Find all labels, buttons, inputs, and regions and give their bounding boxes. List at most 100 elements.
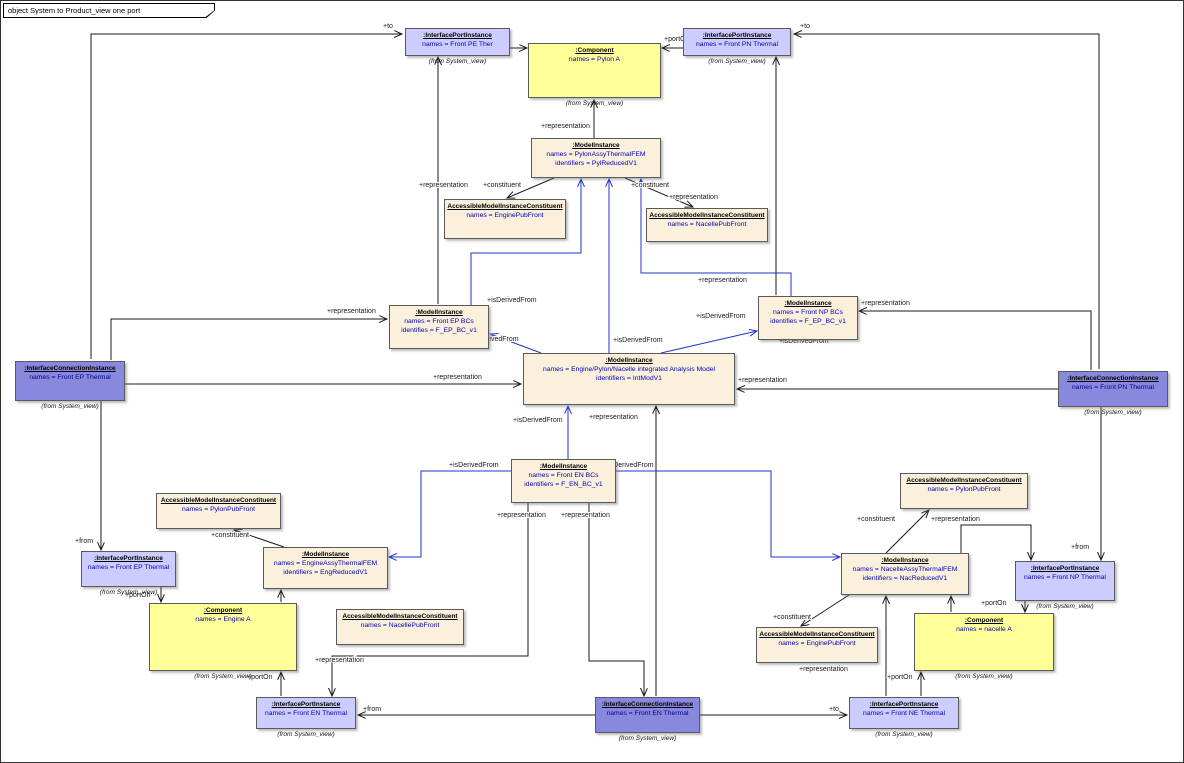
edge-rep-iciep-epbcs[interactable] <box>110 319 387 360</box>
node-title: :InterfacePortInstance <box>1030 565 1100 572</box>
node-title: :InterfaceConnectionInstance <box>24 365 116 372</box>
edge-derived-central-epbcs[interactable] <box>490 334 542 354</box>
node-attribute: names = EnginePubFront <box>466 212 544 219</box>
node-title: :InterfacePortInstance <box>271 701 341 708</box>
node-model-engine-fem[interactable]: :ModelInstance names = EngineAssyThermalF… <box>263 547 388 589</box>
frame-tab-label: object System to Product_view one port <box>4 4 214 17</box>
edge-label-derived-central-enbcs: +isDerivedFrom <box>513 417 563 424</box>
node-title: :ModelInstance <box>605 357 653 364</box>
node-attribute: names = NacelleAssyThermalFEM <box>852 566 958 573</box>
node-attribute: names = Front EP BCs <box>404 318 474 325</box>
edge-rep-icipn-npbcs[interactable] <box>859 311 1092 370</box>
edge-label-rep-enbcs-porten: +representation <box>497 512 546 519</box>
edge-const-pylonfem-nacellepubfront[interactable] <box>624 177 693 207</box>
node-attribute: names = NacellePubFront <box>667 221 747 228</box>
frame-tab: object System to Product_view one port <box>3 3 215 18</box>
edge-const-nacellefem-enginepubfront[interactable] <box>801 594 850 626</box>
node-attribute: names = EngineAssyThermalFEM <box>273 560 378 567</box>
edge-derived-enbcs-nacellefem[interactable] <box>616 470 840 557</box>
edge-label-derived-enbcs-nacellefem: +isDerivedFrom <box>604 462 654 469</box>
node-attribute: names = Engine A <box>195 616 251 623</box>
node-title: :ModelInstance <box>415 309 463 316</box>
node-title: :InterfaceConnectionInstance <box>601 701 694 708</box>
edge-label-rep-pylonfem-pylon: +representation <box>541 123 590 130</box>
node-title: :ModelInstance <box>784 300 832 307</box>
edge-label-derived-central-npbcs: +isDerivedFrom <box>779 338 829 345</box>
edge-label-rep-npbcs-portpn: +representation <box>698 277 747 284</box>
edge-label-derived-central-epbcs: +isDerivedFrom <box>469 336 519 343</box>
node-attribute: names = Front EN Thermal <box>264 710 348 717</box>
edge-label-rep-iciep-epbcs: +representation <box>327 308 376 315</box>
node-model-front-en-bcs[interactable]: :ModelInstance names = Front EN BCs identi… <box>511 459 616 503</box>
node-attribute: names = Front EP Thermal <box>29 374 111 381</box>
node-connection-front-ep[interactable]: :InterfaceConnectionInstance names = Fron… <box>15 361 125 401</box>
node-port-front-np[interactable]: :InterfacePortInstance names = Front NP T… <box>1015 561 1115 601</box>
node-port-front-en[interactable]: :InterfacePortInstance names = Front EN T… <box>256 697 356 729</box>
node-title: AccessibleModelInstanceConstituent <box>447 203 563 210</box>
node-attribute: identifiers = IntModV1 <box>596 375 662 382</box>
edge-label-rep-epbcs-portpe: +representation <box>419 182 468 189</box>
node-amic-engine-pub-front-top[interactable]: AccessibleModelInstanceConstituent names … <box>444 199 566 239</box>
node-attribute: names = NacellePubFront <box>360 622 440 629</box>
node-title: :InterfacePortInstance <box>94 555 163 562</box>
edge-const-enginefem-pylonpubfront[interactable] <box>234 530 285 548</box>
node-attribute: identifiers = PylReducedV1 <box>555 160 637 167</box>
edge-to-front-pn[interactable] <box>794 34 1100 369</box>
node-title: :InterfacePortInstance <box>423 32 492 39</box>
node-attribute: names = Pylon A <box>568 56 621 63</box>
node-attribute: names = PylonPubFront <box>181 506 256 513</box>
edge-label-to-front-pe: +to <box>383 23 393 30</box>
edge-derived-epbcs-pylonfem[interactable] <box>470 179 581 305</box>
node-title: :InterfacePortInstance <box>869 701 939 708</box>
node-attribute: names = Front EN BCs <box>528 472 599 479</box>
node-title: :ModelInstance <box>539 463 588 470</box>
node-attribute: names = EnginePubFront <box>778 640 856 647</box>
node-attribute: identifiers = NacReducedV1 <box>862 575 948 582</box>
node-attribute: names = Front PN Thermal <box>1071 384 1155 391</box>
edge-const-pylonfem-enginepubfront[interactable] <box>507 177 555 198</box>
edge-derived-npbcs-pylonfem[interactable] <box>641 179 792 296</box>
edge-const-nacellefem-pylonpubfront[interactable] <box>885 510 929 554</box>
node-attribute: names = Front PN Thermal <box>695 41 779 48</box>
edge-rep-enbcs-icien[interactable] <box>588 503 644 696</box>
edge-label-rep-enbcs-porten: +representation <box>315 657 364 664</box>
edge-rep-nacellefem-portnp[interactable] <box>960 524 1031 560</box>
edge-to-front-pe[interactable] <box>90 34 402 359</box>
node-attribute: names = Front NP Thermal <box>1024 574 1106 581</box>
node-attribute: identifiers = F_EN_BC_v1 <box>524 481 603 488</box>
edge-label-porton-ne-nacelle: +portOn <box>887 674 913 681</box>
edge-label-rep-nacellefem-portne: +representation <box>799 666 848 673</box>
edge-label-derived-epbcs-pylonfem: +isDerivedFrom <box>487 297 537 304</box>
node-attribute: identifiers = EngReducedV1 <box>283 569 368 576</box>
edge-label-derived-enbcs-enginefem: +isDerivedFrom <box>449 462 499 469</box>
node-title: :ModelInstance <box>301 551 350 558</box>
edge-derived-central-npbcs[interactable] <box>660 331 757 354</box>
edge-label-rep-central-icien: +representation <box>589 414 638 421</box>
edge-rep-enbcs-porten[interactable] <box>332 503 529 696</box>
node-title: :ModelInstance <box>881 557 929 564</box>
node-model-nacelle-fem[interactable]: :ModelInstance names = NacelleAssyThermal… <box>841 553 969 595</box>
edge-label-rep-icipn-npbcs: +representation <box>861 300 910 307</box>
edge-derived-enbcs-enginefem[interactable] <box>389 470 511 557</box>
edge-label-rep-iciep-central: +representation <box>433 374 482 381</box>
edge-label-const-pylonfem-nacellepubfront: +constituent <box>631 182 669 189</box>
